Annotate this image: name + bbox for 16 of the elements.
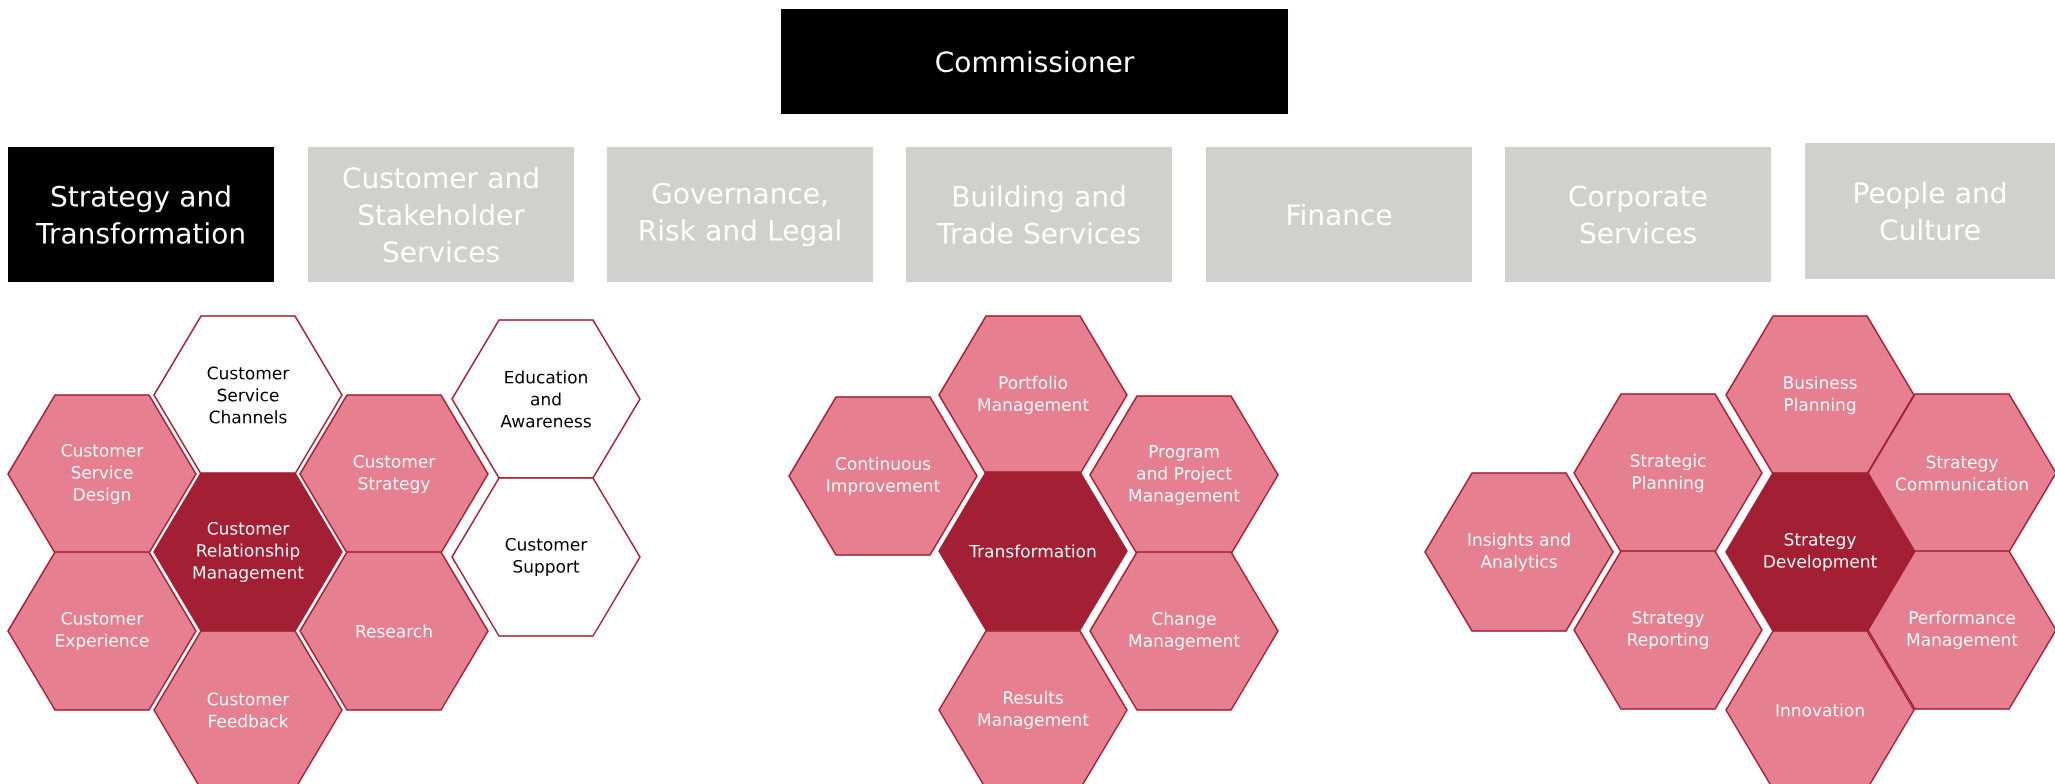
department-box: Commissioner [781,9,1288,114]
department-box: Strategy and Transformation [8,147,274,282]
hexagon: Customer Strategy [299,394,489,554]
hexagon: Strategy Reporting [1573,550,1763,710]
hexagon: Insights and Analytics [1424,472,1614,632]
hexagon: Strategic Planning [1573,393,1763,553]
hexagon: Customer Relationship Management [153,472,343,632]
hexagon: Customer Service Design [7,394,197,554]
hexagon: Business Planning [1725,315,1915,475]
hexagon: Customer Support [451,477,641,637]
hexagon: Customer Service Channels [153,315,343,475]
hexagon: Strategy Communication [1867,393,2055,553]
hexagon: Results Management [938,630,1128,784]
hexagon: Customer Feedback [153,630,343,784]
hexagon: Education and Awareness [451,319,641,479]
hexagon: Portfolio Management [938,315,1128,475]
